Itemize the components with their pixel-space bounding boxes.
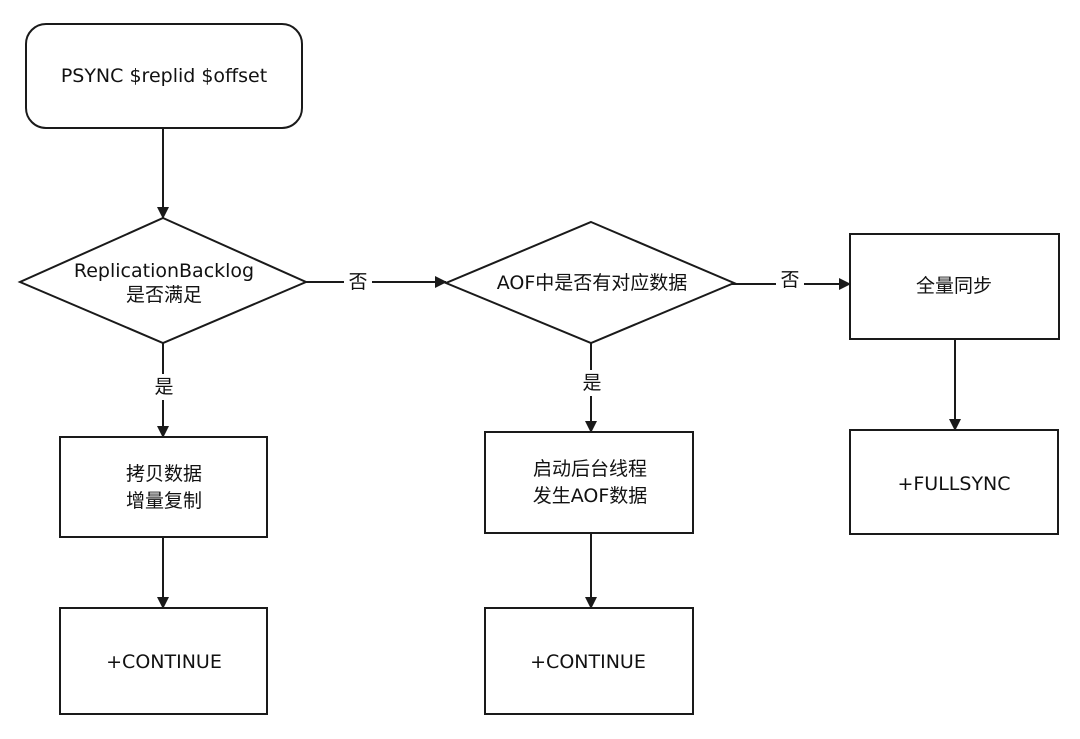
edge-label-backlog-yes: 是 xyxy=(154,376,173,398)
node-continue-1-line-1: +CONTINUE xyxy=(106,651,222,673)
node-copy-data-line-1: 拷贝数据 xyxy=(126,463,202,485)
node-continue-1: +CONTINUE xyxy=(59,607,268,715)
node-bg-thread-line-2: 发生AOF数据 xyxy=(533,485,648,507)
node-decision-backlog: ReplicationBacklog 是否满足 xyxy=(17,216,309,345)
node-decision-aof-line-1: AOF中是否有对应数据 xyxy=(497,272,688,294)
node-decision-aof: AOF中是否有对应数据 xyxy=(443,220,737,345)
node-bg-thread: 启动后台线程 发生AOF数据 xyxy=(484,431,694,534)
node-copy-data: 拷贝数据 增量复制 xyxy=(59,436,268,538)
edge-label-aof-yes: 是 xyxy=(582,372,601,394)
node-fullsync-reply: +FULLSYNC xyxy=(849,429,1059,535)
node-full-sync-line-1: 全量同步 xyxy=(916,275,992,297)
node-continue-2-line-1: +CONTINUE xyxy=(530,651,646,673)
node-start-line-1: PSYNC $replid $offset xyxy=(61,65,267,87)
node-decision-backlog-line-1: ReplicationBacklog xyxy=(74,260,254,282)
node-copy-data-line-2: 增量复制 xyxy=(126,490,202,512)
node-continue-2: +CONTINUE xyxy=(484,607,694,715)
node-start: PSYNC $replid $offset xyxy=(25,23,303,129)
node-bg-thread-line-1: 启动后台线程 xyxy=(533,458,647,480)
node-full-sync: 全量同步 xyxy=(849,233,1060,340)
edge-label-aof-no: 否 xyxy=(780,269,799,291)
node-decision-backlog-line-2: 是否满足 xyxy=(126,284,202,306)
edge-label-backlog-no: 否 xyxy=(348,271,367,293)
node-fullsync-reply-line-1: +FULLSYNC xyxy=(897,473,1010,495)
